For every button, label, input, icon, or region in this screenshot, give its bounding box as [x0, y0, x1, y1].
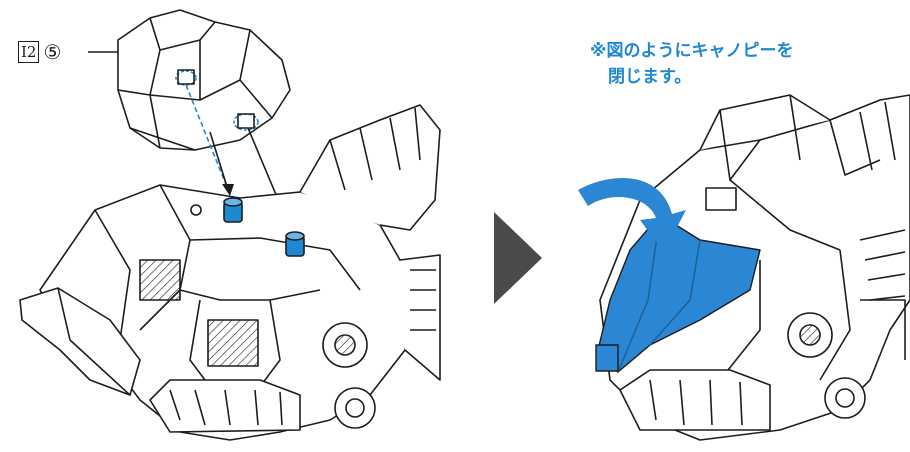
instruction-note: ※図のようにキャノピーを 閉じます。: [590, 38, 850, 90]
part-id: I2: [18, 41, 40, 63]
canopy-part: [117, 9, 291, 151]
note-line-1: ※図のようにキャノピーを: [590, 41, 794, 61]
guide-arrow-left: [209, 131, 229, 191]
right-triangle-icon: [494, 212, 542, 304]
canopy-closed: [595, 214, 761, 373]
left-step-drawing: [19, 9, 441, 441]
part-number: ⑤: [43, 40, 62, 64]
curved-arrow-icon: [578, 177, 686, 252]
robot-head-body: [19, 104, 441, 441]
part-label: I2 ⑤: [18, 40, 61, 64]
note-line-2: 閉じます。: [608, 67, 692, 87]
